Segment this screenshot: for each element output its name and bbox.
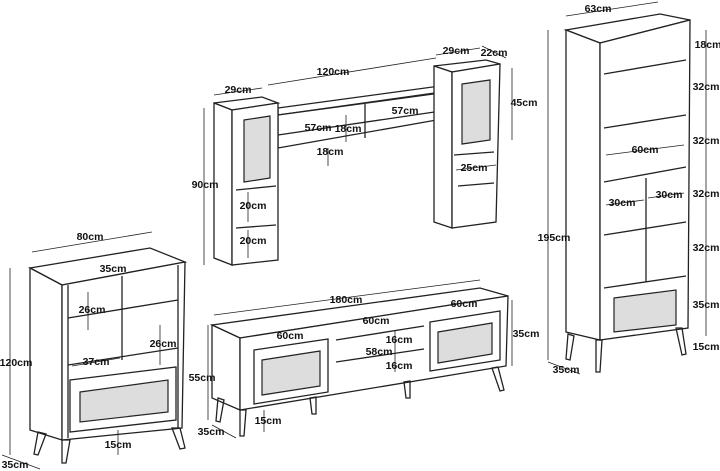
bookcase-depth: 35cm: [2, 459, 29, 471]
wall-shelf-height-1: 18cm: [335, 123, 362, 135]
tv-shelf-height-2: 16cm: [386, 360, 413, 372]
bookcase-height: 120cm: [0, 357, 32, 369]
bookcase-width: 80cm: [77, 231, 104, 243]
tall-drawer-height: 35cm: [693, 299, 720, 311]
wall-niche-height-1: 20cm: [240, 200, 267, 212]
tv-middle-inner-width: 58cm: [366, 346, 393, 358]
tall-depth: 35cm: [553, 364, 580, 376]
tall-unit-drawing: [563, 13, 691, 373]
tv-right-height: 35cm: [513, 328, 540, 340]
tv-width: 180cm: [330, 294, 363, 306]
tall-inner-width: 60cm: [632, 144, 659, 156]
tv-shelf-height-1: 16cm: [386, 334, 413, 346]
tall-height-1: 32cm: [693, 81, 720, 93]
wall-niche-width: 25cm: [461, 162, 488, 174]
bookcase-depth-top: 35cm: [100, 263, 127, 275]
tall-top-height: 18cm: [695, 39, 720, 51]
wall-unit-drawing: [213, 59, 501, 266]
wall-right-width: 29cm: [443, 45, 470, 57]
wall-right-depth: 22cm: [481, 47, 508, 59]
wall-shelf-width-1: 57cm: [305, 122, 332, 134]
tv-unit-drawing: [209, 287, 509, 437]
bookcase-shelf-height-2: 26cm: [150, 338, 177, 350]
tv-door-width-right: 60cm: [451, 298, 478, 310]
tv-door-width-left: 60cm: [277, 330, 304, 342]
wall-shelf-height-2: 18cm: [317, 146, 344, 158]
wall-height: 90cm: [192, 179, 219, 191]
tall-height-4: 32cm: [693, 242, 720, 254]
tall-half-width-1: 30cm: [609, 197, 636, 209]
wall-niche-height-2: 20cm: [240, 235, 267, 247]
tv-height: 55cm: [189, 372, 216, 384]
tv-depth: 35cm: [198, 426, 225, 438]
wall-shelf-width-2: 57cm: [392, 105, 419, 117]
bookcase-inner-width: 37cm: [83, 356, 110, 368]
tv-unit-dimensions: 180cm 60cm 60cm 60cm 35cm 16cm 58cm 16cm…: [189, 279, 540, 439]
tall-total-height: 195cm: [538, 232, 571, 244]
tall-half-width-2: 30cm: [656, 189, 683, 201]
bookcase-shelf-height-1: 26cm: [79, 304, 106, 316]
tall-height-2: 32cm: [693, 135, 720, 147]
wall-left-width: 29cm: [225, 84, 252, 96]
tall-width: 63cm: [585, 3, 612, 15]
tv-middle-width: 60cm: [363, 315, 390, 327]
tall-leg: 15cm: [693, 341, 720, 353]
bookcase-dimensions: 80cm 35cm 26cm 26cm 37cm 120cm 15cm 35cm: [0, 231, 176, 471]
bookcase-leg: 15cm: [105, 439, 132, 451]
wall-unit-dimensions: 29cm 120cm 29cm 22cm 45cm 57cm 18cm 57cm…: [192, 45, 538, 265]
tall-height-3: 32cm: [693, 188, 720, 200]
wall-span: 120cm: [317, 66, 350, 78]
bookcase-drawing: [28, 247, 188, 464]
tall-unit-dimensions: 63cm 18cm 32cm 32cm 60cm 32cm 30cm 30cm …: [538, 1, 720, 376]
wall-cabinet-height: 45cm: [511, 97, 538, 109]
tv-leg: 15cm: [255, 415, 282, 427]
